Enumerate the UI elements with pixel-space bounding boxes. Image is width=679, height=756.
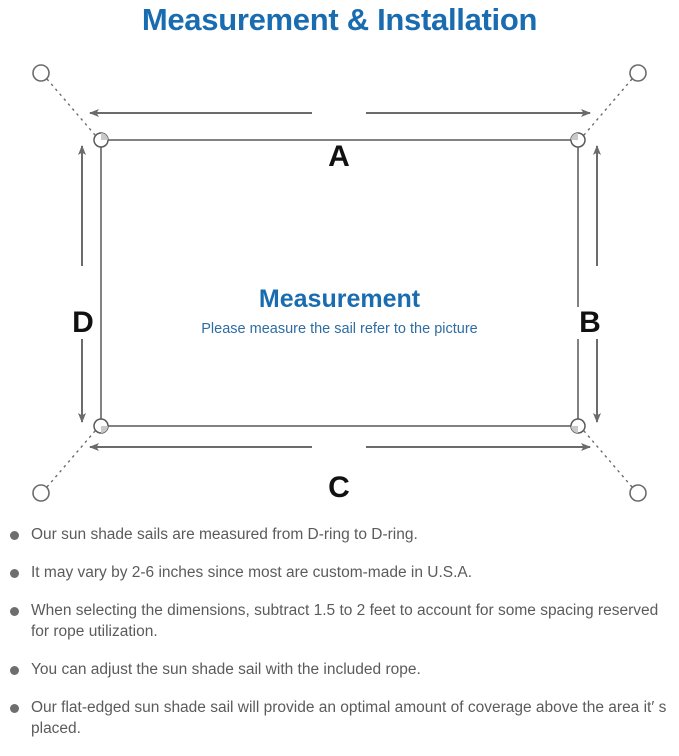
note-item: Our sun shade sails are measured from D-… [0,524,679,545]
rope-bottom-right [577,423,633,488]
rope-bottom-left [46,423,102,488]
note-text: It may vary by 2-6 inches since most are… [31,564,473,581]
d-ring-shade-top-right [571,133,578,140]
anchor-ring-bottom-right [629,484,647,502]
diagram-svg [32,64,647,502]
page-title: Measurement & Installation [141,2,538,37]
rope-top-left [46,78,102,143]
measurement-diagram: A B C D Measurement Please measure the s… [0,44,679,514]
note-item: You can adjust the sun shade sail with t… [0,659,679,680]
notes-list: Our sun shade sails are measured from D-… [0,524,679,756]
note-text: When selecting the dimensions, subtract … [31,602,659,640]
rope-top-right [577,78,633,143]
note-text: Our flat-edged sun shade sail will provi… [31,699,667,737]
rope-lines [46,78,633,488]
dimension-label-b: B [573,307,607,339]
note-text: Our sun shade sails are measured from D-… [31,526,418,543]
d-ring-shade-top-left [101,133,108,140]
dimension-label-a: A [318,141,360,173]
d-ring-shade-bottom-right [571,426,578,433]
note-item: When selecting the dimensions, subtract … [0,600,679,642]
bullet-icon [10,531,19,540]
anchor-rings [32,64,647,502]
infographic-page: Measurement & Installation [0,2,679,737]
d-ring-shade-bottom-left [101,426,108,433]
corner-d-ring-shading [101,133,578,433]
shade-sail-outline [100,139,579,427]
bullet-icon [10,569,19,578]
bullet-icon [10,704,19,713]
note-item: Our flat-edged sun shade sail will provi… [0,697,679,739]
anchor-ring-bottom-left [32,484,50,502]
note-text: You can adjust the sun shade sail with t… [31,661,421,678]
anchor-ring-top-right [629,64,647,82]
note-item: It may vary by 2-6 inches since most are… [0,562,679,583]
dimension-label-d: D [66,307,100,339]
anchor-ring-top-left [32,64,50,82]
bullet-icon [10,607,19,616]
dimension-label-c: C [318,472,360,504]
bullet-icon [10,666,19,675]
